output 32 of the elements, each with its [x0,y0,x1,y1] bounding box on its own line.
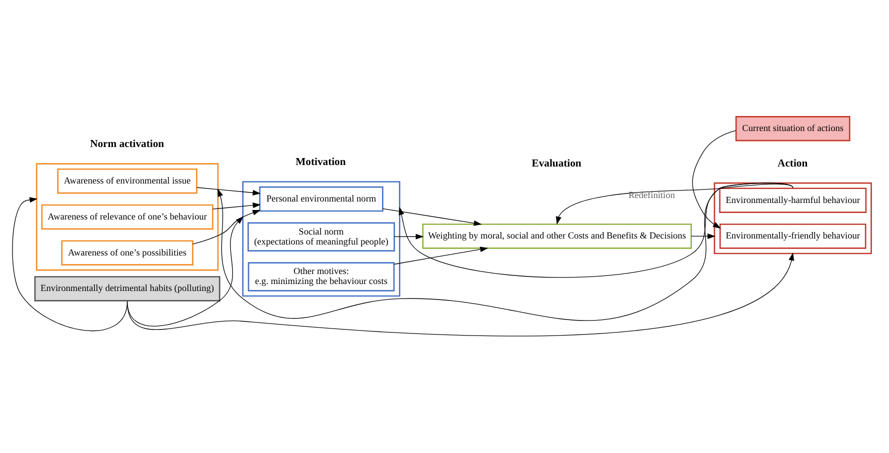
arrow [394,246,488,265]
arrow [691,233,716,240]
cluster [242,181,400,297]
arrow [192,210,261,244]
node-box: Awareness of one’s possibilities [61,240,194,266]
node-box: Personal environmental norm [259,186,384,212]
node-box: Environmentally-harmful behaviour [719,188,867,213]
arrow [556,184,794,225]
label: Action [778,158,808,170]
node-box: Social norm (expectations of meaningful people) [248,222,395,252]
node-box: Awareness of relevance of one’s behaviour [41,204,214,230]
arrow [218,182,794,321]
arrow [126,252,794,336]
arrow [382,208,482,226]
node-box: Environmentally detrimental habits (polluting) [34,276,220,302]
node-box: Awareness of environmental issue [57,168,198,194]
node-box: Environmentally-friendly behaviour [719,224,866,249]
node-box: Weighting by moral, social and other Costs and Benefits & Decisions [422,224,692,249]
node-box: Other motives: e.g. minimizing the behaviour costs [248,262,395,292]
edge-label: Redefinition [628,191,675,202]
node-box: Current situation of actions [735,116,850,142]
cluster [36,163,219,271]
label: Evaluation [532,158,582,170]
label: Motivation [296,157,346,168]
arrow [394,234,424,240]
arrow [196,187,261,196]
arrow [12,197,128,332]
arrow [212,202,261,210]
arrow [126,216,244,326]
arrow [692,130,736,229]
label: Norm activation [90,139,164,150]
arrow [398,182,794,278]
